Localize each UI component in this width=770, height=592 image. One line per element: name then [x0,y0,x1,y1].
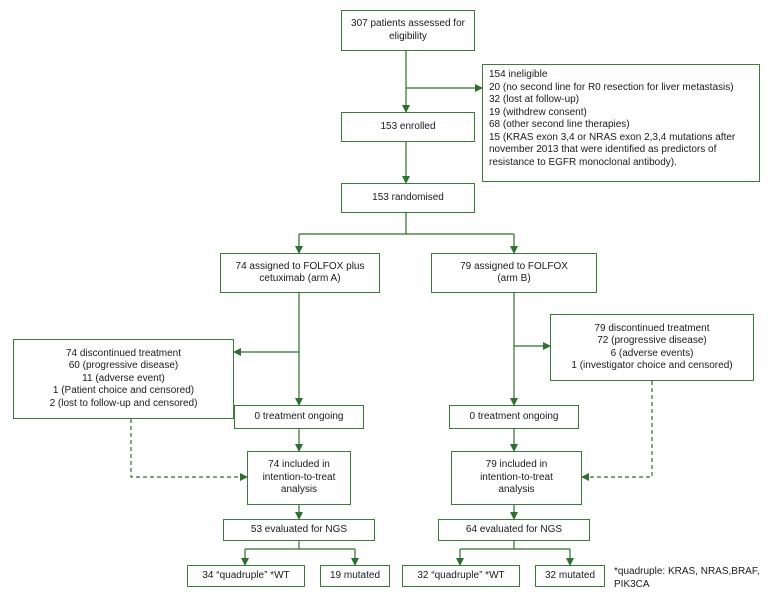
arm-a-ongoing-box: 0 treatment ongoing [234,405,364,429]
arm-a-itt-box: 74 included in intention-to-treat analys… [247,451,351,505]
arm-a-assigned-box: 74 assigned to FOLFOX plus cetuximab (ar… [220,253,380,293]
ineligible-box: 154 ineligible 20 (no second line for R0… [482,64,760,182]
arm-a-discontinued-box: 74 discontinued treatment 60 (progressiv… [13,339,234,419]
dashed-a-discontinued-itt [130,419,248,481]
arm-b-assigned-box: 79 assigned to FOLFOX (arm B) [431,253,597,293]
arm-a-wt-box: 34 “quadruple” *WT [187,565,305,587]
arm-a-mutated-box: 19 mutated [320,565,390,587]
arm-a-ngs-box: 53 evaluated for NGS [223,519,375,541]
footnote: *quadruple: KRAS, NRAS,BRAF, PIK3CA [614,566,760,590]
arm-b-ngs-box: 64 evaluated for NGS [438,519,590,541]
randomised-box: 153 randomised [341,183,475,213]
arm-b-itt-box: 79 included in intention-to-treat analys… [451,451,582,505]
arm-b-mutated-box: 32 mutated [535,565,605,587]
arm-b-discontinued-box: 79 discontinued treatment 72 (progressiv… [550,314,754,381]
enrolled-box: 153 enrolled [341,112,475,142]
dashed-b-discontinued-itt [581,381,653,481]
assessed-box: 307 patients assessed for eligibility [341,10,475,51]
arm-b-ongoing-box: 0 treatment ongoing [449,405,579,429]
arm-b-wt-box: 32 “quadruple” *WT [402,565,520,587]
